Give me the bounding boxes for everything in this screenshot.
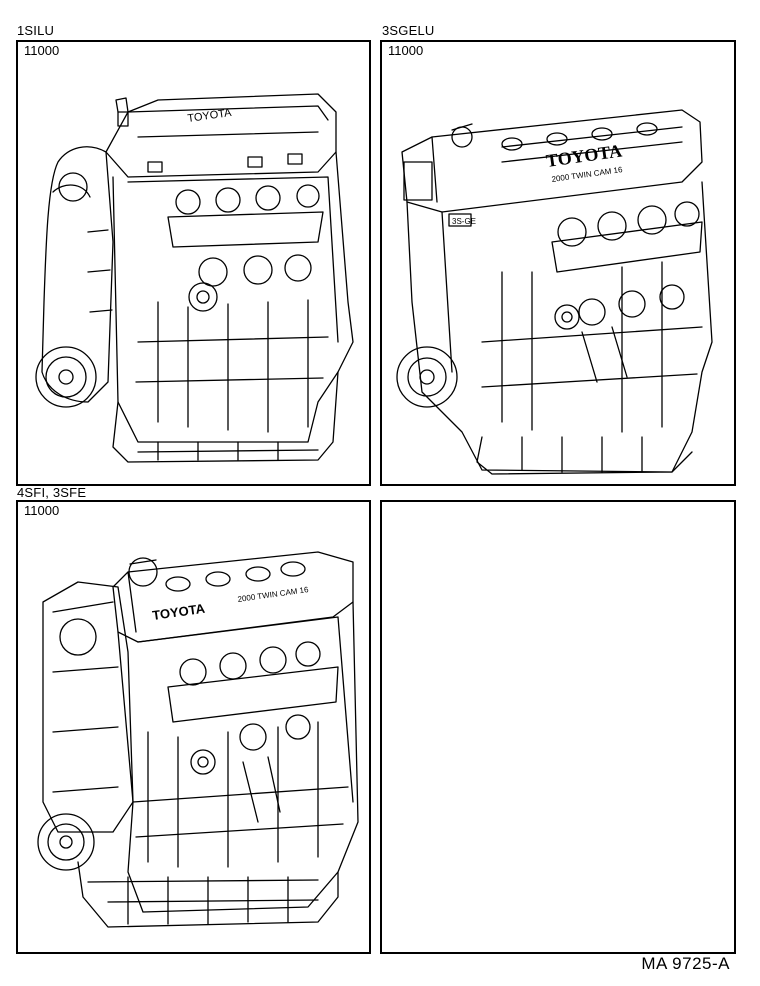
- figure-reference: MA 9725-A: [641, 954, 730, 973]
- part-number: 11000: [24, 503, 60, 518]
- engine-panel-1silu: 11000 TOYOTA: [16, 40, 371, 486]
- cam-cover-label: TOYOTA: [151, 601, 206, 623]
- engine-panel-4sfi-3sfe: 11000 TOYOTA 2000 TWIN CAM 16: [16, 500, 371, 954]
- panel-2-title: 3SGELU: [382, 23, 435, 38]
- engine-3sgelu-icon: TOYOTA 2000 TWIN CAM 16 3S-GE: [382, 42, 734, 484]
- empty-panel: [380, 500, 736, 954]
- engine-4sfi-3sfe-icon: TOYOTA 2000 TWIN CAM 16: [18, 502, 369, 952]
- cam-cover-sublabel: 2000 TWIN CAM 16: [237, 585, 310, 604]
- part-number: 11000: [388, 43, 424, 58]
- engine-badge: [449, 214, 471, 226]
- panel-3-title: 4SFI, 3SFE: [17, 485, 87, 500]
- panel-1-title: 1SILU: [17, 23, 55, 38]
- engine-badge-text: 3S-GE: [452, 217, 476, 226]
- engine-panel-3sgelu: 11000 TOYOTA 2000 TWIN CAM 16 3S-GE: [380, 40, 736, 486]
- part-number: 11000: [24, 43, 60, 58]
- engine-1silu-icon: TOYOTA: [18, 42, 369, 484]
